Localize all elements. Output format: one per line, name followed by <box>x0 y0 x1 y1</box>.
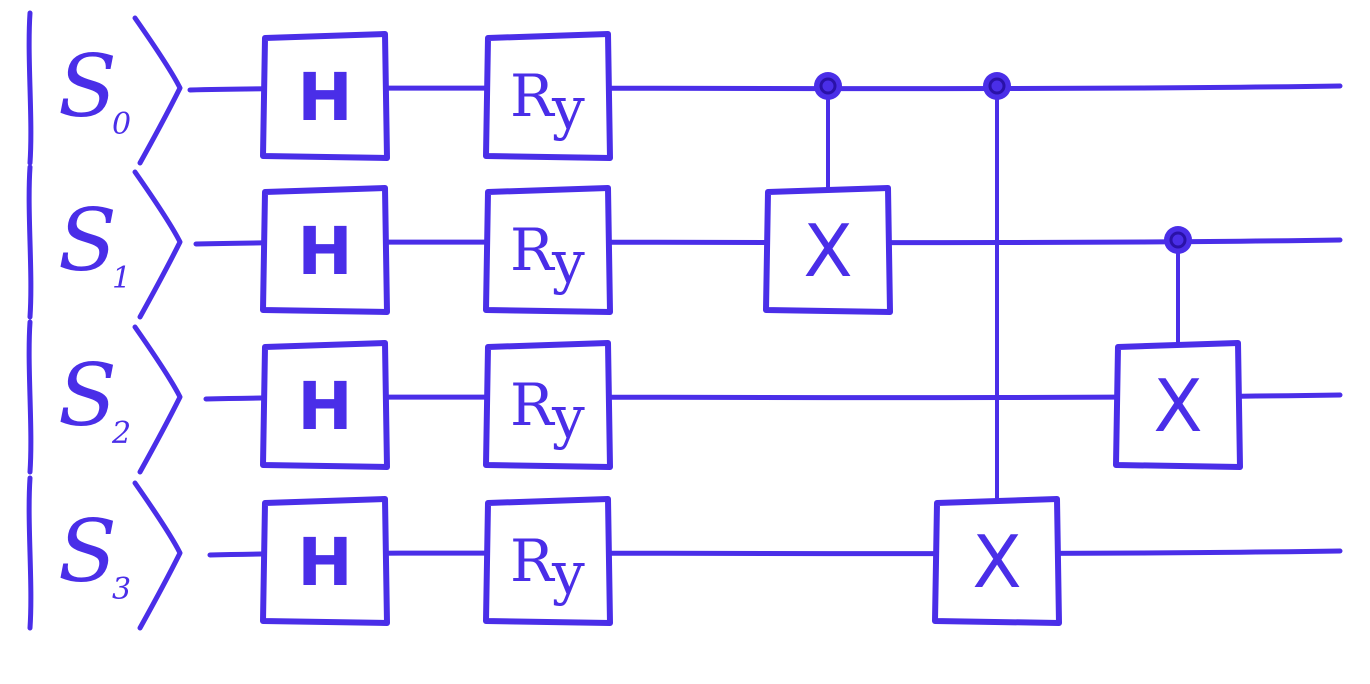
ket-subscript: 0 <box>112 107 131 142</box>
ket-bar <box>26 319 34 475</box>
cnot-connectors <box>814 72 1192 501</box>
ket-angle <box>132 15 183 166</box>
gate-box <box>260 31 390 161</box>
gate-box <box>1113 340 1243 470</box>
gate-label: R <box>510 62 556 130</box>
ket-letter: S <box>58 191 117 291</box>
ry-gate-3: Ry <box>483 496 613 626</box>
x-gate-2: X <box>1113 340 1243 470</box>
gate-box <box>483 496 613 626</box>
ket-letter: S <box>58 37 117 137</box>
control-dot-ring <box>819 77 837 95</box>
control-dot-ring <box>1169 231 1187 249</box>
gate-box <box>483 340 613 470</box>
cnot-0-1 <box>814 72 842 190</box>
ry-gate-0: Ry <box>483 31 613 161</box>
ket-subscript: 3 <box>112 572 131 607</box>
ry-gate-2: Ry <box>483 340 613 470</box>
cnot-0-3 <box>983 72 1011 501</box>
hadamard-gate-0: H <box>260 31 390 161</box>
gate-label: H <box>297 59 352 136</box>
gate-label: R <box>510 216 556 284</box>
gate-label-sub: y <box>551 228 585 296</box>
x-gate-1: X <box>763 185 893 315</box>
gate-label: H <box>297 524 352 601</box>
ket-angle <box>132 480 183 631</box>
hadamard-gate-1: H <box>260 185 390 315</box>
gate-label: H <box>297 213 352 290</box>
ket-angle <box>132 324 183 475</box>
ket-bar <box>26 475 34 631</box>
ket-angle <box>132 169 183 320</box>
ket-subscript: 1 <box>112 261 131 296</box>
gate-label: R <box>510 527 556 595</box>
hadamard-gate-2: H <box>260 340 390 470</box>
gate-label: X <box>803 209 852 293</box>
gate-label-sub: y <box>551 383 585 451</box>
ket-bar <box>26 10 34 166</box>
cnot-1-2 <box>1164 226 1192 345</box>
ket-letter: S <box>58 346 117 446</box>
x-gate-3: X <box>932 496 1062 626</box>
ket-bar <box>26 164 34 320</box>
control-dot <box>983 72 1011 100</box>
gate-label: R <box>510 371 556 439</box>
ry-gate-1: Ry <box>483 185 613 315</box>
gate-label-sub: y <box>551 539 585 607</box>
gate-box <box>932 496 1062 626</box>
gate-label: X <box>1153 364 1202 448</box>
gate-box <box>483 31 613 161</box>
ket-label-3: S3 <box>26 475 183 631</box>
ket-letter: S <box>58 502 117 602</box>
gate-label: X <box>972 520 1021 604</box>
hadamard-gate-3: H <box>260 496 390 626</box>
gate-box <box>763 185 893 315</box>
control-dot <box>814 72 842 100</box>
gate-box <box>260 496 390 626</box>
gate-box <box>483 185 613 315</box>
gate-label: H <box>297 368 352 445</box>
gate-box <box>260 340 390 470</box>
ket-label-1: S1 <box>26 164 183 320</box>
control-dot-ring <box>988 77 1006 95</box>
control-dot <box>1164 226 1192 254</box>
ket-subscript: 2 <box>111 416 131 451</box>
gate-label-sub: y <box>551 74 585 142</box>
ket-label-2: S2 <box>26 319 183 475</box>
ket-label-0: S0 <box>26 10 183 166</box>
gate-box <box>260 185 390 315</box>
